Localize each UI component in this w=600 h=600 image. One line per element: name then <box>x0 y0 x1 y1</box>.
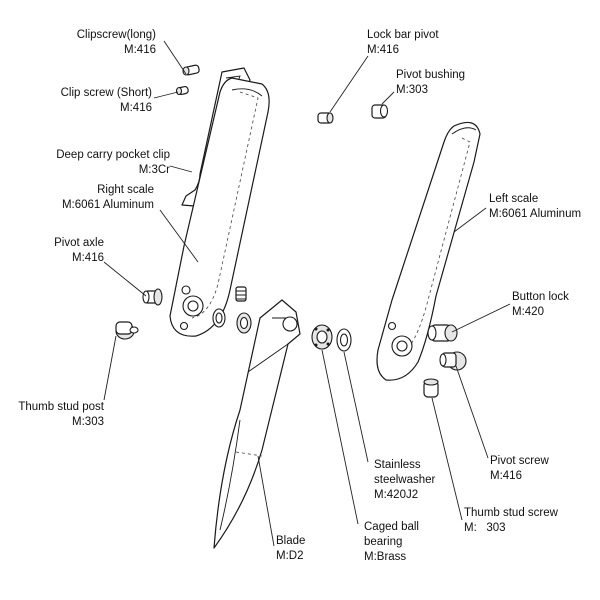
right-scale-material: M:6061 Aluminum <box>61 199 154 211</box>
label-blade: Blade M:D2 <box>276 534 305 564</box>
pivot-screw-material: M:416 <box>490 470 522 482</box>
stainless-washer-name-2: steelwasher <box>374 474 436 486</box>
label-clip-screw-short: Clip screw (Short) M:416 <box>30 86 152 116</box>
caged-ball-bearing-name-1: Caged ball <box>364 521 419 533</box>
blade-material: M:D2 <box>276 550 304 562</box>
label-clip-screw-long: Clipscrew(long) M:416 <box>40 28 156 58</box>
lock-bar-pivot-part <box>317 112 334 124</box>
pivot-axle-name: Pivot axle <box>54 237 104 249</box>
label-thumb-stud-screw: Thumb stud screw M: 303 <box>464 506 558 536</box>
deep-carry-clip-material: M:3Cr <box>138 164 170 176</box>
caged-ball-bearing-material: M:Brass <box>364 551 407 563</box>
right-scale-name: Right scale <box>97 184 154 196</box>
label-pivot-bushing: Pivot bushing M:303 <box>396 68 465 98</box>
leader-lines <box>103 40 511 547</box>
button-lock-name: Button lock <box>512 291 569 303</box>
button-lock-part <box>427 324 458 342</box>
deep-carry-clip-name: Deep carry pocket clip <box>56 149 170 161</box>
pivot-bushing-material: M:303 <box>396 84 428 96</box>
pivot-screw-name: Pivot screw <box>490 455 549 467</box>
washer-right-part <box>212 308 226 328</box>
thumb-stud-screw-part <box>423 378 439 398</box>
pivot-axle-material: M:416 <box>72 252 104 264</box>
thumb-stud-post-part <box>115 321 139 340</box>
pivot-axle-part <box>142 288 163 306</box>
label-left-scale: Left scale M:6061 Aluminum <box>489 192 581 222</box>
left-scale-part <box>376 121 481 381</box>
thumb-stud-screw-material: M: 303 <box>464 522 506 534</box>
lock-bar-pivot-material: M:416 <box>367 44 399 56</box>
label-pivot-screw: Pivot screw M:416 <box>490 454 549 484</box>
stainless-washer-name-1: Stainless <box>374 459 421 471</box>
clip-screw-short-part <box>175 85 189 96</box>
left-scale-name: Left scale <box>489 193 539 205</box>
blade-name: Blade <box>276 535 306 547</box>
right-scale-part <box>169 77 270 337</box>
clip-screw-short-name: Clip screw (Short) <box>60 87 152 99</box>
label-thumb-stud-post: Thumb stud post M:303 <box>4 400 104 430</box>
lock-bar-pivot-name: Lock bar pivot <box>367 29 439 41</box>
pivot-bushing-name: Pivot bushing <box>396 69 466 81</box>
label-deep-carry-clip: Deep carry pocket clip M:3Cr <box>20 148 170 178</box>
blade-part <box>213 299 301 549</box>
clip-screw-long-material: M:416 <box>124 44 156 56</box>
label-pivot-axle: Pivot axle M:416 <box>30 236 104 266</box>
bearing-right-part <box>236 312 252 334</box>
detent-spring-part <box>235 286 247 302</box>
caged-ball-bearing-name-2: bearing <box>364 536 403 548</box>
thumb-stud-post-material: M:303 <box>72 416 104 428</box>
button-lock-material: M:420 <box>512 306 544 318</box>
label-caged-ball-bearing: Caged ball bearing M:Brass <box>364 520 419 565</box>
stainless-washer-material: M:420J2 <box>374 489 419 501</box>
label-stainless-washer: Stainless steelwasher M:420J2 <box>374 458 435 503</box>
clip-screw-short-material: M:416 <box>120 102 152 114</box>
clip-screw-long-name: Clipscrew(long) <box>76 29 156 41</box>
label-button-lock: Button lock M:420 <box>512 290 569 320</box>
left-scale-material: M:6061 Aluminum <box>489 208 582 220</box>
label-right-scale: Right scale M:6061 Aluminum <box>14 183 154 213</box>
pivot-bushing-part <box>371 104 389 119</box>
clip-screw-long-part <box>182 64 200 76</box>
thumb-stud-post-name: Thumb stud post <box>18 401 104 413</box>
stainless-washer-part <box>336 328 352 352</box>
label-lock-bar-pivot: Lock bar pivot M:416 <box>367 28 439 58</box>
caged-bearing-part <box>311 324 333 350</box>
thumb-stud-screw-name: Thumb stud screw <box>464 507 558 519</box>
pivot-screw-part <box>439 351 467 371</box>
